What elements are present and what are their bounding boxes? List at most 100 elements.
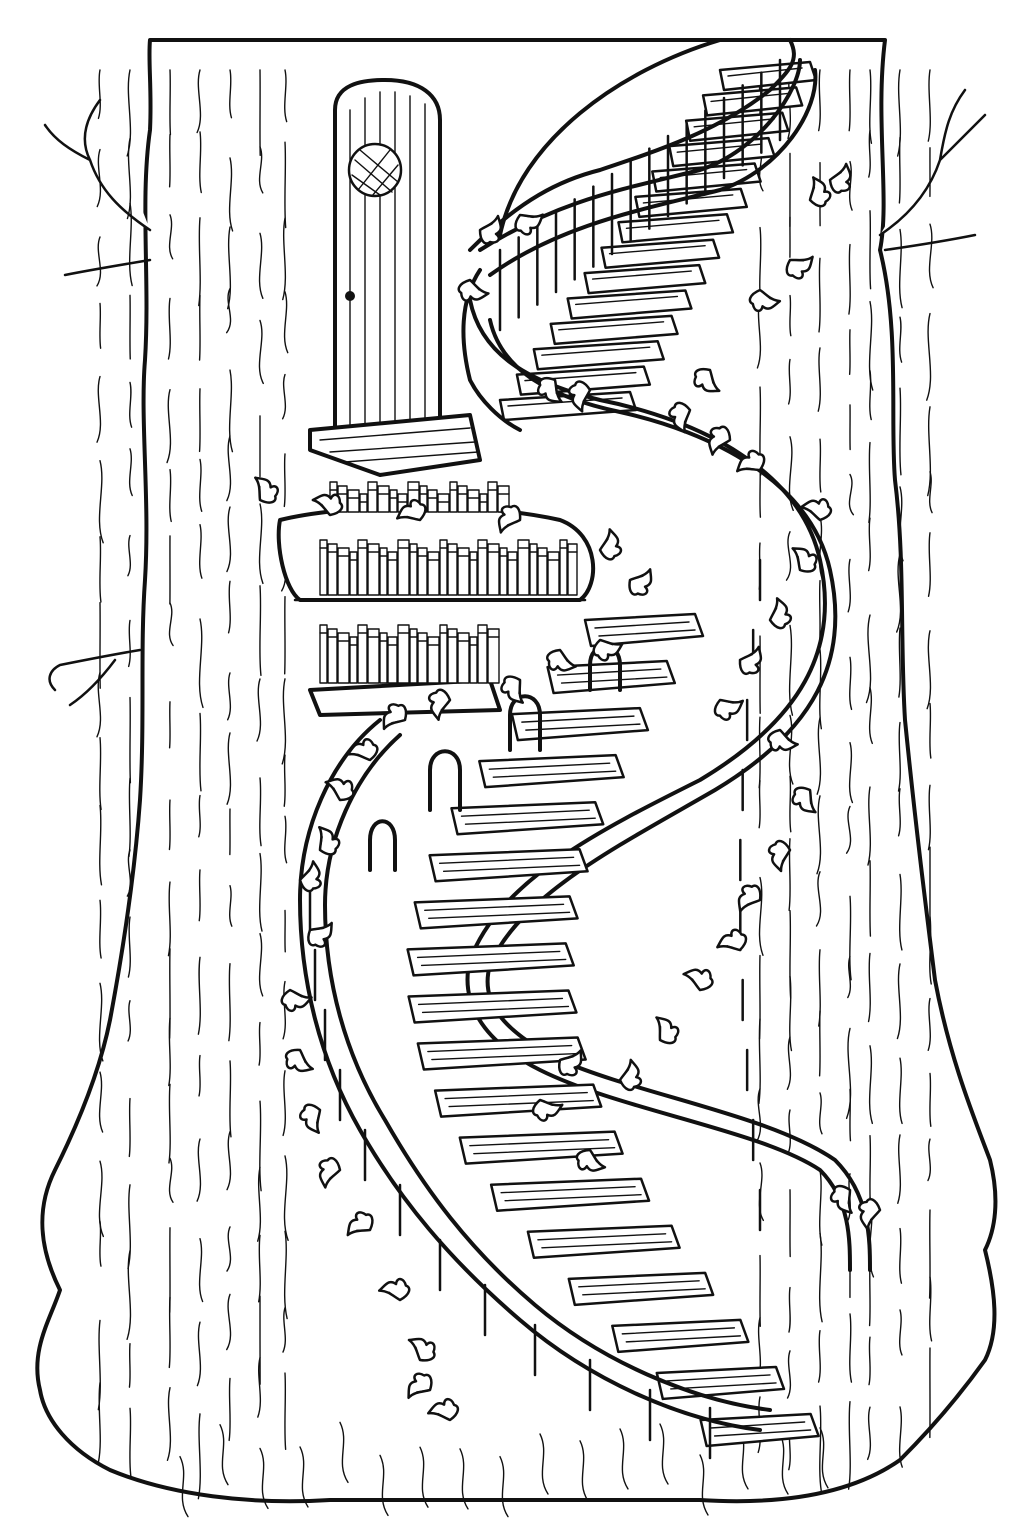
ivy-leaf — [546, 648, 578, 672]
ivy-leaf — [767, 839, 792, 873]
ivy-leaf — [716, 928, 748, 952]
ivy-leaf — [280, 988, 313, 1013]
bark-stroke — [99, 536, 102, 603]
bark-stroke — [99, 736, 102, 811]
bark-stroke — [927, 532, 931, 598]
bark-stroke — [758, 876, 764, 956]
stair-grain — [578, 1280, 700, 1288]
bark-stroke — [128, 777, 131, 858]
bark-stroke — [198, 1054, 201, 1097]
bark-stroke — [228, 369, 234, 453]
book — [427, 636, 440, 684]
bark-stroke — [128, 202, 133, 287]
ivy-leaf — [808, 176, 832, 208]
bark-stroke — [284, 815, 288, 864]
bark-stroke — [898, 627, 901, 698]
bark-stroke — [758, 779, 761, 829]
book — [327, 628, 338, 684]
stair-grain — [424, 903, 565, 912]
stair-step — [583, 612, 705, 648]
bark-stroke — [817, 1329, 821, 1383]
bark-stroke — [168, 1017, 171, 1087]
bark-stroke — [168, 799, 171, 851]
bark-stroke — [128, 1343, 131, 1388]
bark-stroke — [179, 1455, 189, 1518]
stair-grain — [621, 1327, 736, 1335]
bark-stroke — [927, 784, 931, 851]
book — [357, 539, 368, 596]
ivy-leaf — [497, 504, 522, 534]
stair-grain — [473, 1146, 616, 1155]
book — [559, 539, 568, 596]
book — [359, 493, 368, 513]
book — [469, 551, 478, 596]
stair-grain — [709, 1421, 806, 1429]
bark-stroke — [899, 1309, 903, 1356]
bark-stroke — [787, 358, 791, 405]
stair-grain — [625, 1335, 742, 1343]
bark-stroke — [499, 1455, 509, 1518]
bark-stroke — [198, 1237, 204, 1303]
bark-stroke — [788, 436, 794, 512]
door-knob — [345, 291, 355, 301]
ivy-leaf — [254, 476, 279, 504]
stair-step — [416, 1036, 587, 1071]
stair-step — [450, 800, 605, 836]
bark-stroke — [895, 553, 902, 633]
ivy-leaf — [407, 1372, 433, 1400]
book — [397, 539, 410, 596]
bark-stroke — [897, 721, 901, 792]
stair-grain — [591, 270, 692, 280]
bark-stroke — [619, 1428, 629, 1490]
ivy-leaf — [284, 1048, 314, 1073]
bark-stroke — [867, 517, 871, 572]
bark-stroke — [845, 1027, 852, 1120]
stair-grain — [525, 723, 641, 731]
bark-stroke — [126, 137, 132, 220]
bark-stroke — [259, 777, 262, 847]
bark-stroke — [816, 795, 822, 875]
ivy-leaf — [427, 688, 452, 721]
ivy-leaf — [307, 921, 333, 948]
bark-stroke — [926, 630, 932, 710]
bark-stroke — [98, 1071, 104, 1133]
bark-stroke — [868, 686, 874, 745]
stair-step — [546, 659, 677, 695]
ivy-leaf — [324, 778, 355, 802]
bark-stroke — [197, 956, 201, 1035]
bark-stroke — [819, 438, 822, 493]
stair-grain — [416, 950, 561, 959]
ivy-leaf — [346, 1211, 374, 1237]
stair-step — [413, 895, 579, 930]
bark-stroke — [226, 1130, 232, 1191]
stair-grain — [713, 1429, 812, 1437]
ivy-leaf — [791, 786, 817, 814]
bark-stroke — [229, 884, 233, 927]
bark-stroke — [849, 1088, 852, 1142]
book — [379, 547, 388, 596]
bark-stroke — [126, 849, 132, 897]
book — [409, 543, 418, 596]
bark-stroke — [259, 1100, 262, 1192]
book — [567, 543, 578, 596]
book — [319, 624, 328, 684]
bark-stroke — [789, 975, 793, 1052]
bark-stroke — [868, 441, 871, 524]
book — [337, 547, 350, 596]
book — [377, 485, 390, 513]
ivy-leaf — [298, 860, 322, 893]
ivy-leaf — [618, 1058, 643, 1092]
stair-grain — [460, 809, 590, 817]
stair-grain — [427, 1044, 573, 1053]
stair-grain — [625, 219, 720, 230]
bark-stroke — [228, 157, 234, 232]
book — [479, 493, 488, 513]
bark-stroke — [339, 1421, 349, 1484]
bark-stroke — [219, 1423, 229, 1486]
bark-stroke — [168, 602, 174, 647]
stair-grain — [442, 864, 581, 872]
ivy-leaf — [735, 449, 766, 473]
bark-stroke — [229, 1060, 232, 1138]
book — [347, 489, 360, 513]
bark-stroke — [898, 486, 904, 562]
